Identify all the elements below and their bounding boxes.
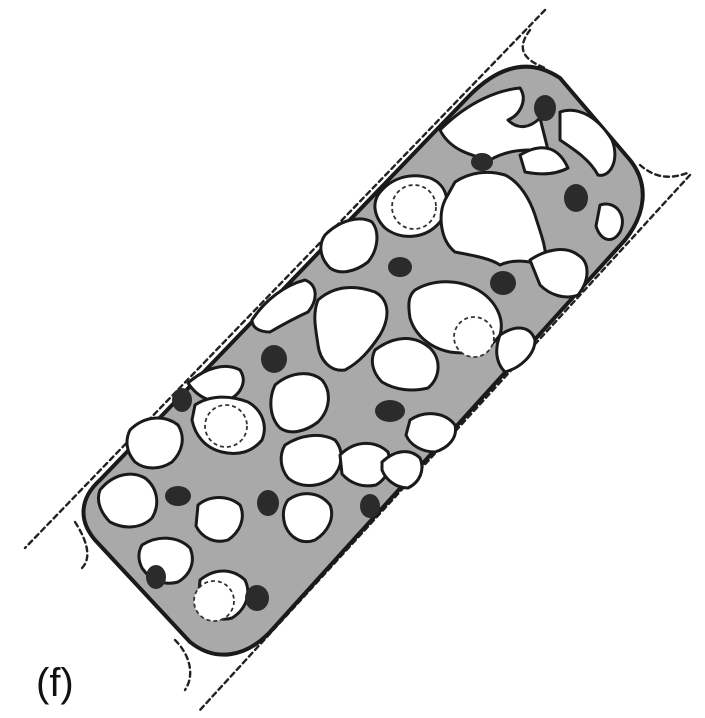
pores [98,88,622,619]
panel-label: (f) [36,663,74,703]
dashed-circle-icon [392,185,436,229]
cell-nucleus-icon [257,490,279,516]
cell-nucleus-icon [165,486,191,506]
cell-nucleus-icon [490,271,516,295]
cell-nucleus-icon [375,400,405,422]
cell-nucleus-icon [261,345,287,373]
cell-nucleus-icon [146,565,166,589]
cell-nucleus-icon [360,494,380,518]
cell-nucleus-icon [471,153,493,171]
dashed-circle-icon [205,405,247,447]
cell-nucleus-icon [172,388,192,412]
cell-nucleus-icon [388,257,412,277]
cell-nucleus-icon [564,184,588,212]
cell-nucleus-icon [534,95,556,121]
dashed-circle-icon [454,317,494,357]
cell-nucleus-icon [245,585,269,611]
dashed-circle-icon [194,581,234,621]
